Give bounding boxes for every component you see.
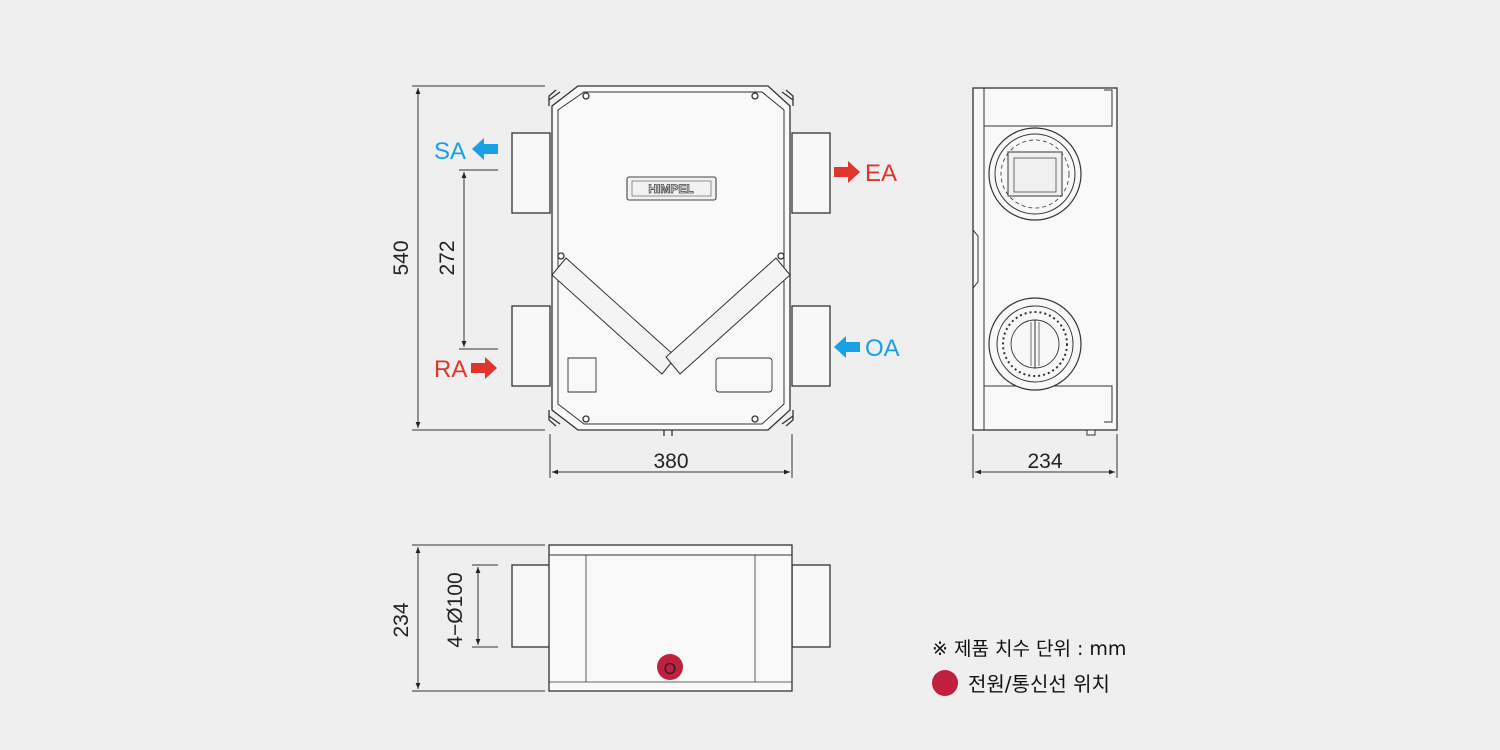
front-dimensions bbox=[412, 85, 793, 478]
power-marker: O bbox=[657, 654, 683, 680]
duct-bottom-right bbox=[791, 564, 831, 648]
dim-duct-dia-label: 4−Ø100 bbox=[444, 572, 467, 647]
dim-width-label: 380 bbox=[653, 450, 688, 473]
duct-sa bbox=[511, 132, 551, 214]
arrow-left-icon bbox=[472, 138, 498, 160]
arrow-left-icon bbox=[834, 336, 860, 358]
power-marker-label: O bbox=[664, 661, 676, 678]
duct-ra bbox=[511, 305, 551, 387]
power-dot-icon bbox=[932, 669, 958, 696]
filter-cover-right bbox=[665, 257, 791, 375]
unit-note: ※ 제품 치수 단위 : mm bbox=[932, 638, 1127, 660]
front-body bbox=[551, 85, 791, 431]
side-dimensions bbox=[972, 434, 1118, 478]
duct-oa bbox=[791, 305, 831, 387]
flow-ea-label: EA bbox=[865, 160, 897, 187]
arrow-right-icon bbox=[471, 357, 497, 379]
dim-side-depth-label: 234 bbox=[1027, 450, 1062, 473]
power-legend-label: 전원/통신선 위치 bbox=[968, 672, 1110, 696]
dim-bottom-depth-label: 234 bbox=[390, 602, 413, 637]
flow-ea: EA bbox=[834, 160, 897, 187]
front-view bbox=[511, 85, 831, 436]
flow-ra: RA bbox=[434, 356, 497, 383]
dim-height-label: 540 bbox=[390, 240, 413, 275]
bottom-dimensions bbox=[412, 544, 545, 692]
flow-oa: OA bbox=[834, 335, 900, 362]
power-legend: 전원/통신선 위치 bbox=[932, 668, 1110, 697]
dim-duct-pitch-label: 272 bbox=[436, 240, 459, 275]
duct-bottom-left bbox=[511, 564, 551, 648]
flow-sa: SA bbox=[434, 138, 498, 165]
flow-sa-label: SA bbox=[434, 138, 466, 165]
flow-oa-label: OA bbox=[865, 335, 900, 362]
brand-logo: HIMPEL bbox=[648, 182, 693, 196]
arrow-right-icon bbox=[834, 161, 860, 183]
brand-plate: HIMPEL bbox=[626, 176, 717, 201]
flow-ra-label: RA bbox=[434, 356, 467, 383]
side-view bbox=[972, 87, 1118, 436]
duct-ea bbox=[791, 132, 831, 214]
